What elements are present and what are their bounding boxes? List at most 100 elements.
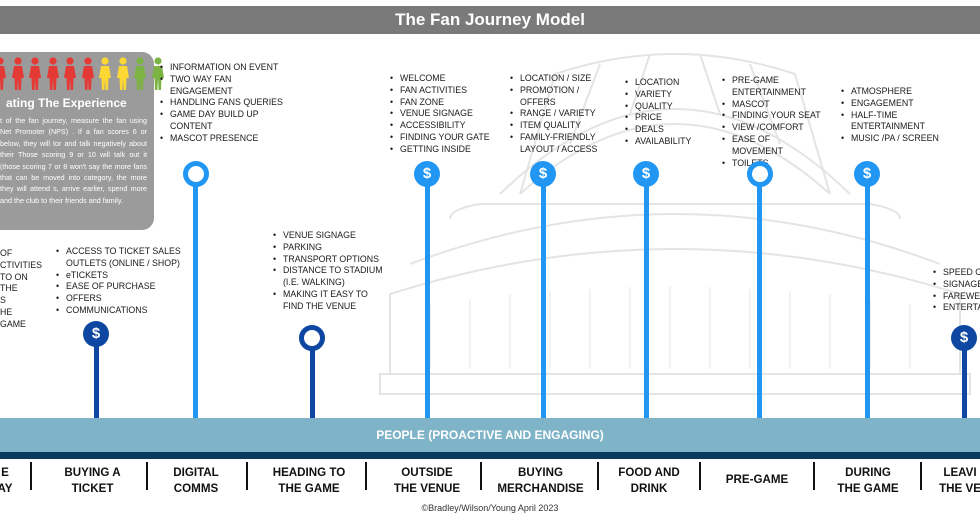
list-item: INFORMATION ON EVENT: [160, 62, 290, 74]
list-item: TRANSPORT OPTIONS: [273, 254, 388, 266]
list-item: GAME DAY BUILD UP CONTENT: [160, 109, 290, 133]
leaving-venue-dollar-node: $: [951, 325, 977, 351]
list-item: ACCESSIBILITY: [390, 120, 500, 132]
list-item: VIEW /COMFORT: [722, 122, 822, 134]
outside-venue-dollar-node: $: [414, 161, 440, 187]
list-item: MASCOT PRESENCE: [160, 133, 290, 145]
stage-food-drink: FOOD AND DRINK: [618, 466, 680, 495]
digital-comms-stem: [193, 176, 198, 418]
person-icon: [116, 57, 129, 90]
list-item: EASE OF PURCHASE: [56, 281, 186, 293]
stage-during-game: DURING THE GAME: [837, 466, 899, 495]
info-box-body: t of the fan journey, measure the fan us…: [0, 116, 147, 205]
list-item: FAN ZONE: [390, 97, 500, 109]
list-item: HANDLING FANS QUERIES: [160, 97, 290, 109]
stage-divider: [30, 462, 32, 490]
fan-experience-info-box: [0, 52, 154, 230]
merchandise-dollar-node: $: [530, 161, 556, 187]
list-item: LOCATION: [625, 77, 705, 89]
list-item: PRE-GAME ENTERTAINMENT: [722, 75, 822, 99]
heading-to-game-node: [299, 325, 325, 351]
list-item: OF CTIVITIES TO ON THE: [0, 248, 42, 295]
list-item: WELCOME: [390, 73, 500, 85]
stage-divider: [365, 462, 367, 490]
stage-divider: [699, 462, 701, 490]
list-item: EASE OF MOVEMENT: [722, 134, 822, 158]
list-item: PROMOTION / OFFERS: [510, 85, 610, 109]
info-box-heading: ating The Experience: [6, 96, 127, 110]
during-game-list: ATMOSPHEREENGAGEMENTHALF-TIME ENTERTAINM…: [841, 86, 951, 145]
list-item: ENTERTA: [933, 302, 980, 314]
person-icon: [64, 57, 76, 90]
people-band: [0, 418, 980, 452]
digital-comms-node: [183, 161, 209, 187]
list-item: VARIETY: [625, 89, 705, 101]
food-drink-list: LOCATIONVARIETYQUALITYPRICEDEALSAVAILABI…: [625, 77, 705, 148]
match-day-list-partial: OF CTIVITIES TO ON THES HE GAME: [0, 248, 42, 331]
person-icon: [46, 57, 59, 90]
person-icon: [29, 57, 41, 90]
person-icon: [81, 57, 94, 90]
food-drink-dollar-node: $: [633, 161, 659, 187]
list-item: VENUE SIGNAGE: [273, 230, 388, 242]
food-drink-stem: [644, 176, 649, 418]
pre-game-stem: [757, 176, 762, 418]
buying-ticket-dollar-node: $: [83, 321, 109, 347]
list-item: AVAILABILITY: [625, 136, 705, 148]
buying-ticket-stem: [94, 336, 99, 418]
person-icon: [0, 57, 6, 90]
during-game-dollar-node: $: [854, 161, 880, 187]
list-item: eTICKETS: [56, 270, 186, 282]
leaving-venue-stem: [962, 339, 967, 418]
list-item: FAMILY-FRIENDLY LAYOUT / ACCESS: [510, 132, 610, 156]
pre-game-list: PRE-GAME ENTERTAINMENTMASCOTFINDING YOUR…: [722, 75, 822, 169]
list-item: FAREWEL: [933, 291, 980, 303]
person-icon: [11, 57, 24, 90]
stage-heading-to-game: HEADING TO THE GAME: [272, 466, 346, 495]
copyright-notice: ©Bradley/Wilson/Young April 2023: [421, 503, 559, 513]
stage-match-day-partial: E AY: [0, 466, 13, 495]
stage-buying-merchandise: BUYING MERCHANDISE: [497, 466, 584, 495]
person-icon: [99, 57, 111, 90]
stage-leaving-venue-partial: LEAVI THE VE: [939, 466, 980, 495]
list-item: ITEM QUALITY: [510, 120, 610, 132]
merchandise-list: LOCATION / SIZEPROMOTION / OFFERSRANGE /…: [510, 73, 610, 156]
stage-divider: [146, 462, 148, 490]
stage-divider: [480, 462, 482, 490]
diagram-title: The Fan Journey Model: [395, 10, 585, 29]
list-item: QUALITY: [625, 101, 705, 113]
outside-venue-list: WELCOMEFAN ACTIVITIESFAN ZONEVENUE SIGNA…: [390, 73, 500, 156]
list-item: OFFERS: [56, 293, 186, 305]
stage-divider: [813, 462, 815, 490]
stage-pre-game: PRE-GAME: [725, 473, 789, 486]
list-item: SPEED O: [933, 267, 980, 279]
list-item: LOCATION / SIZE: [510, 73, 610, 85]
list-item: TOILETS: [722, 158, 822, 170]
stage-divider: [246, 462, 248, 490]
person-icon: [134, 57, 146, 90]
pre-game-node: [747, 161, 773, 187]
list-item: S HE GAME: [0, 295, 40, 330]
list-item: DEALS: [625, 124, 705, 136]
buying-ticket-list: ACCESS TO TICKET SALES OUTLETS (ONLINE /…: [56, 246, 186, 317]
list-item: SIGNAGE: [933, 279, 980, 291]
list-item: GETTING INSIDE: [390, 144, 500, 156]
heading-to-game-stem: [310, 338, 315, 418]
stage-divider: [597, 462, 599, 490]
list-item: FINDING YOUR SEAT: [722, 110, 822, 122]
list-item: MAKING IT EASY TO FIND THE VENUE: [273, 289, 388, 313]
during-game-stem: [865, 176, 870, 418]
list-item: FAN ACTIVITIES: [390, 85, 500, 97]
list-item: DISTANCE TO STADIUM (I.E. WALKING): [273, 265, 388, 289]
people-band-label: PEOPLE (PROACTIVE AND ENGAGING): [376, 428, 604, 442]
list-item: ACCESS TO TICKET SALES OUTLETS (ONLINE /…: [56, 246, 186, 270]
list-item: VENUE SIGNAGE: [390, 108, 500, 120]
list-item: TWO WAY FAN ENGAGEMENT: [160, 74, 290, 98]
list-item: MUSIC /PA / SCREEN: [841, 133, 951, 145]
list-item: HALF-TIME ENTERTAINMENT: [841, 110, 951, 134]
stage-buying-ticket: BUYING A TICKET: [64, 466, 121, 495]
leaving-venue-list: SPEED OSIGNAGEFAREWELENTERTA: [933, 267, 980, 314]
list-item: PRICE: [625, 112, 705, 124]
people-band-strip: [0, 452, 980, 459]
list-item: FINDING YOUR GATE: [390, 132, 500, 144]
